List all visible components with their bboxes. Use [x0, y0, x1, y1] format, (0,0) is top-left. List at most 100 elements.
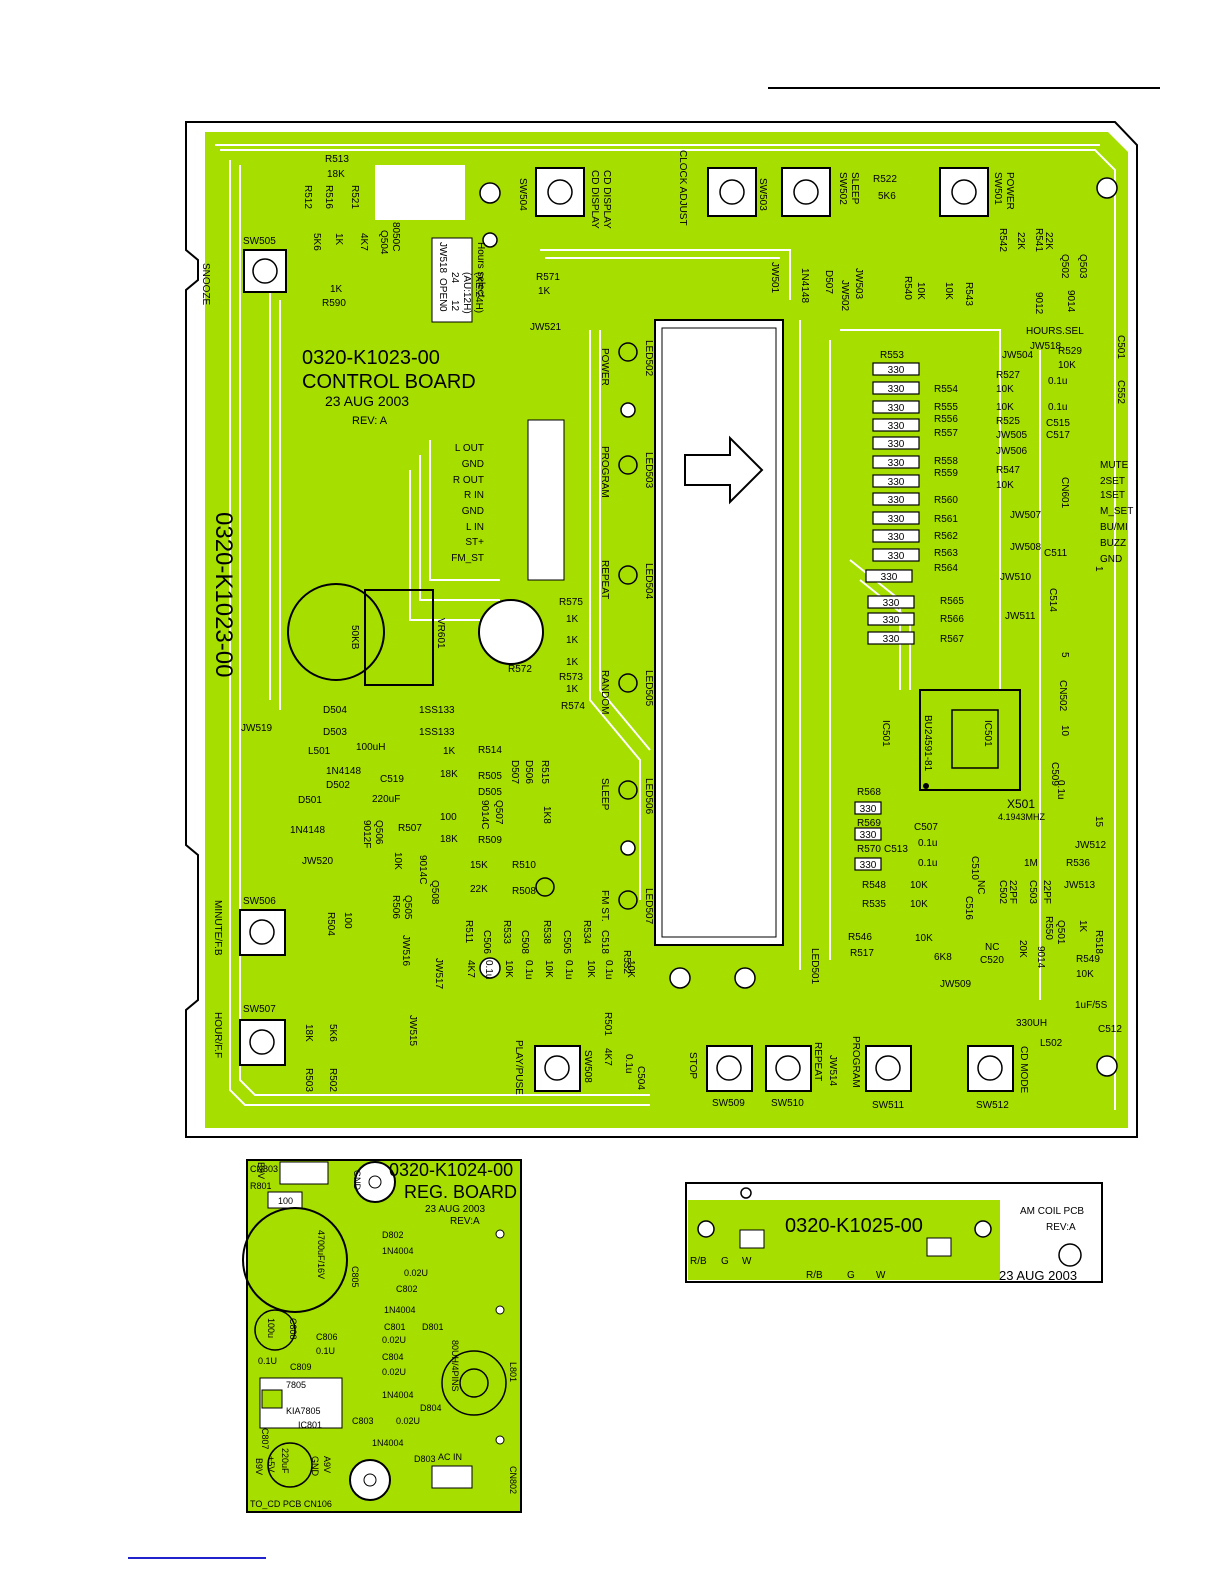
- svg-text:R501: R501: [602, 1012, 613, 1036]
- svg-text:POWER: POWER: [1004, 172, 1015, 210]
- am-coil-pin-labels: R/B G W R/B G W: [690, 1256, 886, 1281]
- svg-text:R553: R553: [880, 350, 904, 361]
- svg-text:D802: D802: [382, 1230, 404, 1240]
- svg-text:LED502: LED502: [643, 340, 654, 377]
- svg-text:330UH: 330UH: [1016, 1018, 1047, 1029]
- cn605-pin-labels: L OUT GND R OUT R IN GND L IN ST+ FM_ST: [451, 443, 484, 564]
- svg-text:330: 330: [888, 532, 905, 543]
- svg-text:R562: R562: [934, 531, 958, 542]
- hours-select: Hours select JW518 OPEN 24 12 0 (AU:12H)…: [431, 237, 486, 323]
- svg-text:10K: 10K: [943, 282, 954, 300]
- svg-text:HOUR/F.F: HOUR/F.F: [212, 1012, 223, 1058]
- svg-text:C808: C808: [288, 1318, 298, 1340]
- svg-text:R514: R514: [478, 745, 502, 756]
- svg-text:9012: 9012: [1033, 292, 1044, 315]
- svg-text:R573: R573: [559, 672, 583, 683]
- svg-text:1N4148: 1N4148: [799, 268, 810, 303]
- sw502: [781, 167, 831, 217]
- svg-text:GND: GND: [352, 1170, 362, 1191]
- svg-text:R534: R534: [581, 920, 592, 944]
- svg-text:100u: 100u: [266, 1318, 276, 1338]
- svg-text:+5V: +5V: [266, 1456, 276, 1472]
- svg-text:LED501: LED501: [809, 948, 820, 985]
- svg-text:R IN: R IN: [464, 490, 484, 501]
- svg-text:9014C: 9014C: [417, 855, 428, 884]
- svg-text:4700uF/16V: 4700uF/16V: [316, 1230, 326, 1279]
- control-board-part-no: 0320-K1023-00: [302, 347, 440, 369]
- svg-text:JW508: JW508: [1010, 542, 1042, 553]
- svg-text:(AU:12H): (AU:12H): [461, 272, 472, 314]
- svg-text:9012F: 9012F: [361, 820, 372, 848]
- svg-text:R566: R566: [940, 614, 964, 625]
- am-coil-part-no: 0320-K1025-00: [785, 1215, 923, 1237]
- svg-text:C801: C801: [384, 1322, 406, 1332]
- svg-text:10K: 10K: [996, 480, 1014, 491]
- svg-text:PROGRAM: PROGRAM: [599, 446, 610, 498]
- svg-text:50KB: 50KB: [349, 625, 360, 650]
- svg-text:W: W: [742, 1256, 752, 1267]
- svg-text:330: 330: [881, 572, 898, 583]
- svg-text:1SET: 1SET: [1100, 490, 1125, 501]
- svg-text:SW511: SW511: [872, 1100, 904, 1111]
- svg-text:0.1u: 0.1u: [918, 858, 937, 869]
- svg-text:R540: R540: [902, 276, 913, 300]
- svg-text:SW508: SW508: [582, 1050, 593, 1083]
- svg-text:C509: C509: [1049, 762, 1060, 786]
- svg-text:C510: C510: [969, 856, 980, 880]
- svg-text:1K: 1K: [443, 746, 456, 757]
- svg-text:NC: NC: [985, 942, 999, 953]
- control-board-rev: REV: A: [352, 415, 388, 427]
- svg-text:330: 330: [888, 477, 905, 488]
- svg-text:GND: GND: [462, 506, 484, 517]
- svg-text:(XE:24H): (XE:24H): [473, 272, 484, 313]
- svg-text:C807: C807: [260, 1428, 270, 1450]
- svg-text:D501: D501: [298, 795, 322, 806]
- svg-text:R522: R522: [873, 174, 897, 185]
- control-board-side-part-no: 0320-K1023-00: [210, 512, 237, 677]
- switches: [239, 167, 1014, 1092]
- svg-text:Hours select: Hours select: [475, 242, 486, 298]
- screw-holes: [479, 177, 1118, 1077]
- svg-text:Q507: Q507: [493, 800, 504, 825]
- svg-text:10: 10: [1059, 725, 1070, 737]
- svg-text:JW507: JW507: [1010, 510, 1042, 521]
- svg-text:9014: 9014: [1065, 290, 1076, 313]
- svg-text:4K7: 4K7: [465, 960, 476, 978]
- svg-text:FM ST.: FM ST.: [599, 890, 610, 922]
- svg-text:1N4148: 1N4148: [290, 825, 325, 836]
- svg-text:GND: GND: [462, 459, 484, 470]
- svg-text:L IN: L IN: [466, 522, 484, 533]
- svg-text:18K: 18K: [327, 169, 345, 180]
- svg-text:0.1u: 0.1u: [603, 960, 614, 979]
- svg-text:R565: R565: [940, 596, 964, 607]
- svg-text:SW506: SW506: [243, 896, 276, 907]
- sw501: [939, 167, 989, 217]
- svg-text:24: 24: [449, 272, 460, 284]
- svg-text:R567: R567: [940, 634, 964, 645]
- svg-text:R561: R561: [934, 514, 958, 525]
- svg-text:R555: R555: [934, 402, 958, 413]
- svg-text:JW504: JW504: [1002, 350, 1034, 361]
- svg-text:1N4004: 1N4004: [372, 1438, 404, 1448]
- svg-text:0.1u: 0.1u: [1048, 402, 1067, 413]
- svg-text:R574: R574: [561, 701, 585, 712]
- svg-text:CN601: CN601: [1059, 477, 1070, 509]
- am-coil-rev: REV:A: [1046, 1222, 1076, 1233]
- svg-text:R543: R543: [963, 282, 974, 306]
- svg-text:1K: 1K: [566, 614, 579, 625]
- svg-text:1N4148: 1N4148: [326, 766, 361, 777]
- svg-text:LED506: LED506: [643, 778, 654, 815]
- svg-text:330: 330: [888, 365, 905, 376]
- svg-text:JW520: JW520: [302, 856, 334, 867]
- svg-text:330: 330: [860, 830, 877, 841]
- svg-text:R510: R510: [512, 860, 536, 871]
- svg-text:1K: 1K: [330, 284, 343, 295]
- svg-text:VR601: VR601: [435, 618, 446, 649]
- svg-text:R559: R559: [934, 468, 958, 479]
- svg-text:18K: 18K: [440, 769, 458, 780]
- svg-text:Q502: Q502: [1059, 254, 1070, 279]
- svg-text:W: W: [876, 1270, 886, 1281]
- svg-text:MUTE: MUTE: [1100, 460, 1129, 471]
